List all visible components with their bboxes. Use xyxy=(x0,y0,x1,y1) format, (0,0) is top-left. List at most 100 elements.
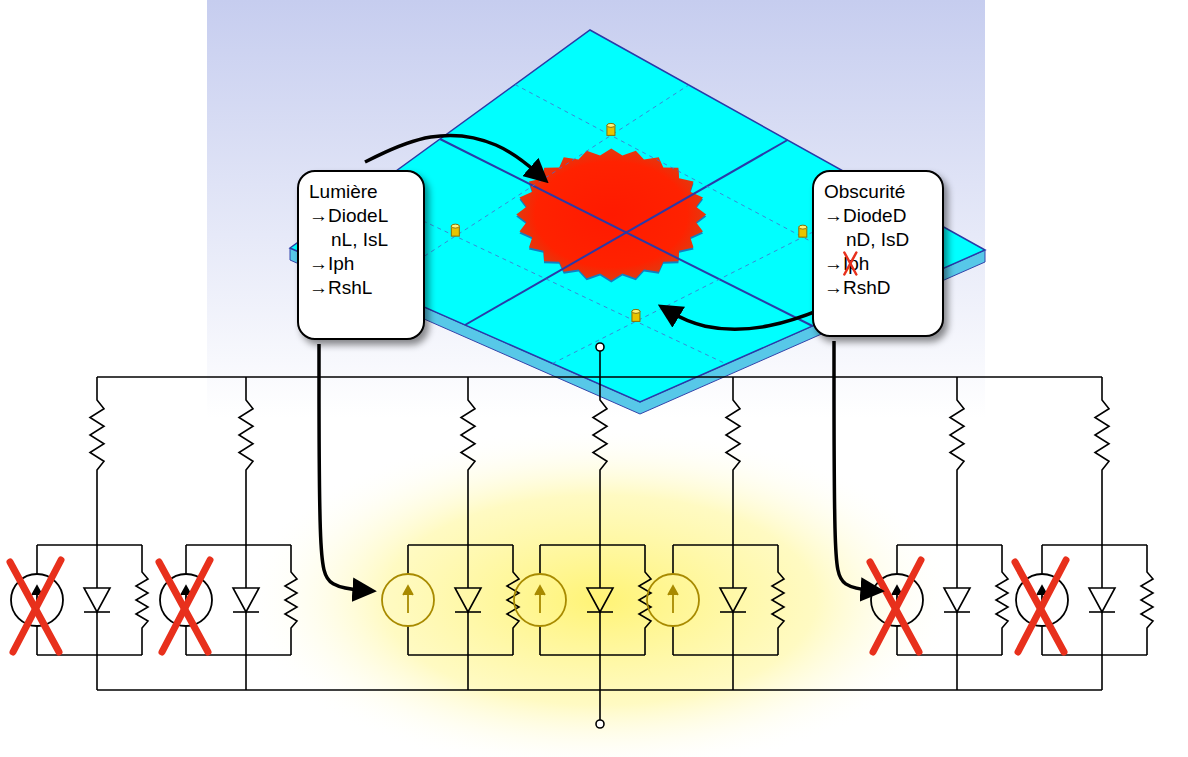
pointer-arrow xyxy=(834,341,880,591)
wire xyxy=(732,655,734,690)
wire xyxy=(896,626,898,655)
parameter-line: →Iph xyxy=(824,252,932,276)
wire xyxy=(467,612,469,655)
wire xyxy=(897,544,1002,546)
wire xyxy=(36,626,38,655)
resistor-symbol xyxy=(639,545,651,655)
cell-model xyxy=(382,377,519,690)
wire xyxy=(186,544,291,546)
wire xyxy=(186,654,291,656)
wire xyxy=(1101,655,1103,690)
wire xyxy=(467,545,469,588)
probe xyxy=(799,225,807,237)
wire xyxy=(96,655,98,690)
wire xyxy=(245,655,247,690)
resistor-symbol xyxy=(239,377,253,545)
light-spot xyxy=(516,149,706,281)
resistor-symbol xyxy=(593,377,607,545)
cell-model xyxy=(870,377,1008,690)
resistor-symbol xyxy=(1141,545,1153,655)
resistor-symbol xyxy=(461,377,475,545)
wire xyxy=(1042,654,1147,656)
wire xyxy=(956,545,958,588)
resistor-symbol xyxy=(772,545,784,655)
parameter-line: →RshD xyxy=(824,276,932,300)
wire xyxy=(245,612,247,655)
wire xyxy=(37,544,142,546)
resistor-symbol xyxy=(726,377,740,545)
parameter-line: →Iph xyxy=(309,252,413,276)
probe xyxy=(451,224,459,236)
cell-border xyxy=(465,140,788,325)
wire xyxy=(1101,612,1103,655)
terminal xyxy=(596,720,604,728)
wire xyxy=(539,545,541,574)
parameter-line: →RshL xyxy=(309,276,413,300)
wire xyxy=(732,612,734,655)
cell-model xyxy=(10,377,148,690)
wire xyxy=(540,544,645,546)
resistor-symbol xyxy=(996,545,1008,655)
wire xyxy=(672,626,674,655)
wire xyxy=(599,655,601,690)
wire xyxy=(1101,545,1103,588)
pointer-arrow xyxy=(662,305,832,329)
wire xyxy=(897,654,1002,656)
pointer-arrow xyxy=(319,344,372,591)
diode-symbol xyxy=(720,588,746,612)
callout-box: Lumière→DiodeLnL, IsL→Iph→RshL xyxy=(297,170,425,340)
cross-mark xyxy=(873,560,921,652)
wire xyxy=(539,626,541,655)
current-arrow-head xyxy=(668,586,678,595)
current-arrow-head xyxy=(535,586,545,595)
strike-mark xyxy=(844,253,856,275)
wire xyxy=(96,612,98,655)
resistor-symbol xyxy=(285,545,297,655)
resistor-symbol xyxy=(90,377,104,545)
wire xyxy=(599,545,601,588)
diode-symbol xyxy=(233,588,259,612)
wire xyxy=(732,545,734,588)
cross-mark xyxy=(1018,560,1066,652)
wire xyxy=(407,626,409,655)
diode-symbol xyxy=(944,588,970,612)
diode-bar xyxy=(720,611,746,613)
wire xyxy=(185,545,187,574)
wire xyxy=(956,612,958,655)
diode-symbol xyxy=(455,588,481,612)
wire xyxy=(245,545,247,588)
cross-mark xyxy=(162,560,210,652)
wire xyxy=(673,544,778,546)
circuit xyxy=(10,343,1153,728)
resistor-symbol xyxy=(507,545,519,655)
wire xyxy=(956,655,958,690)
callout-box: Obscurité→DiodeDnD, IsD→Iph→RshD xyxy=(812,170,944,337)
probe xyxy=(607,123,615,135)
parameter-line: →DiodeL xyxy=(309,204,413,228)
diode-symbol xyxy=(1089,588,1115,612)
parameter-line: →DiodeD xyxy=(824,204,932,228)
cell-border xyxy=(440,139,813,326)
cross-mark xyxy=(13,560,61,652)
wire xyxy=(672,545,674,574)
wire xyxy=(37,654,142,656)
render-background xyxy=(207,0,985,418)
wire xyxy=(1041,545,1043,574)
wire xyxy=(96,545,98,588)
strike-mark xyxy=(844,253,856,275)
diode-bar xyxy=(944,611,970,613)
probe xyxy=(632,309,640,321)
wire xyxy=(36,545,38,574)
solar-panel xyxy=(290,30,985,414)
diode-bar xyxy=(84,611,110,613)
current-arrow-head xyxy=(403,586,413,595)
cell-model xyxy=(514,377,651,690)
current-source-symbol xyxy=(647,574,699,626)
wire xyxy=(408,654,513,656)
terminal xyxy=(596,343,604,351)
diode-symbol xyxy=(84,588,110,612)
parameter-line: nL, IsL xyxy=(309,228,413,252)
diode-bar xyxy=(233,611,259,613)
